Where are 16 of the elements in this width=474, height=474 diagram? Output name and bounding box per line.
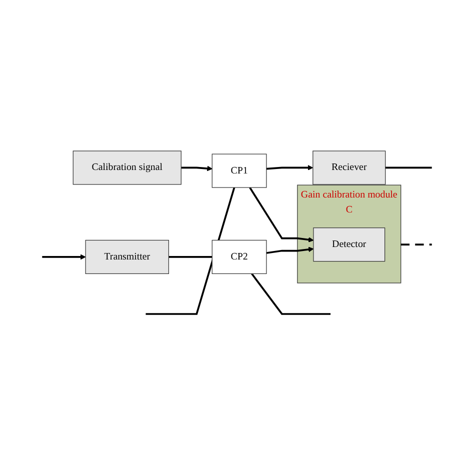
connector bbox=[400, 244, 432, 246]
arrow bbox=[249, 186, 314, 242]
node-box: Reciever bbox=[312, 150, 386, 185]
arrow bbox=[42, 254, 86, 260]
node-box: CP1 bbox=[212, 154, 267, 188]
connector bbox=[385, 166, 432, 168]
arrow bbox=[266, 246, 314, 254]
node-box: Calibration signal bbox=[72, 150, 182, 185]
connector bbox=[168, 256, 212, 258]
node-box: Transmitter bbox=[85, 240, 169, 274]
node-box: Detector bbox=[313, 227, 386, 262]
arrow bbox=[266, 164, 314, 170]
connector bbox=[251, 273, 331, 315]
connector bbox=[146, 187, 236, 315]
arrow bbox=[181, 166, 212, 172]
node-box: CP2 bbox=[212, 240, 267, 274]
